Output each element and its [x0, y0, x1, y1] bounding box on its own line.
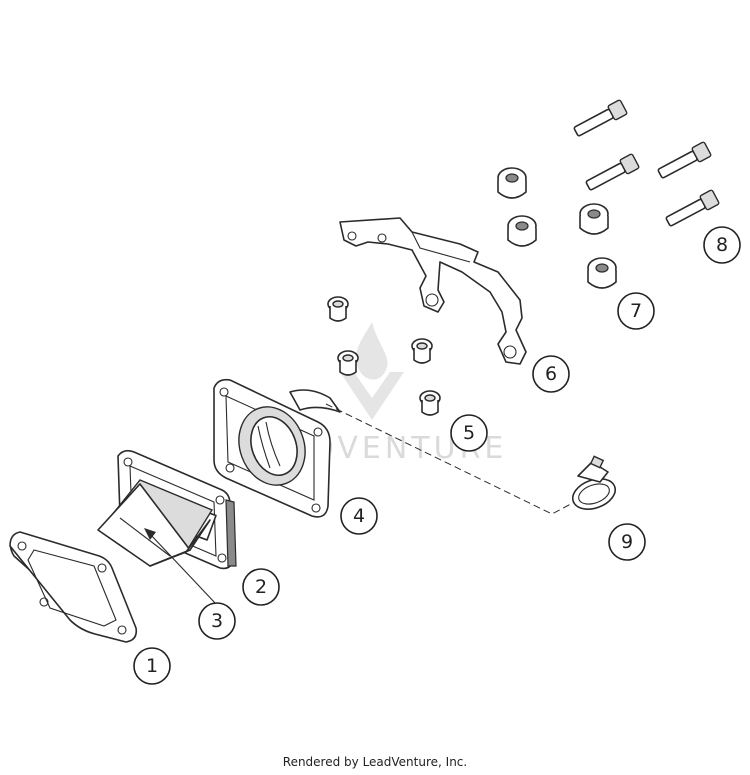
bolt[interactable] — [584, 153, 640, 193]
grommet[interactable] — [497, 167, 527, 199]
bracket[interactable] — [339, 217, 527, 365]
callout-4[interactable]: 4 — [340, 497, 378, 535]
callout-circle — [703, 226, 741, 264]
bolt[interactable] — [656, 141, 712, 181]
grommet[interactable] — [587, 257, 617, 289]
bolt[interactable] — [572, 99, 628, 139]
callout-circle — [133, 647, 171, 685]
callout-number: 2 — [255, 576, 267, 598]
reed-petal-pointer — [144, 528, 217, 605]
callout-2[interactable]: 2 — [242, 568, 280, 606]
bolt[interactable] — [664, 189, 720, 229]
grommet[interactable] — [579, 203, 609, 235]
callout-circle — [450, 414, 488, 452]
intake-manifold[interactable] — [213, 378, 341, 518]
bushing[interactable] — [327, 296, 349, 322]
callout-3[interactable]: 3 — [198, 602, 236, 640]
callout-number: 9 — [621, 531, 633, 553]
callout-9[interactable]: 9 — [608, 523, 646, 561]
callout-number: 7 — [630, 300, 642, 322]
callout-circle — [617, 292, 655, 330]
callout-circle — [242, 568, 280, 606]
callout-8[interactable]: 8 — [703, 226, 741, 264]
callout-circle — [532, 355, 570, 393]
callout-number: 4 — [353, 505, 365, 527]
hose-clamp[interactable] — [569, 455, 620, 514]
callout-number: 5 — [463, 422, 475, 444]
grommet[interactable] — [507, 215, 537, 247]
callout-number: 3 — [211, 610, 223, 632]
callout-circle — [608, 523, 646, 561]
callout-6[interactable]: 6 — [532, 355, 570, 393]
bushings[interactable] — [327, 296, 441, 416]
callout-number: 6 — [545, 363, 557, 385]
gasket[interactable] — [9, 531, 138, 643]
rubber-grommets[interactable] — [497, 167, 617, 289]
hose-routing-line — [325, 403, 583, 515]
render-credit: Rendered by LeadVenture, Inc. — [282, 755, 468, 769]
bushing[interactable] — [337, 350, 359, 376]
bushing[interactable] — [411, 338, 433, 364]
reed-valve-block[interactable] — [97, 449, 237, 570]
bushing[interactable] — [419, 390, 441, 416]
callout-circle — [340, 497, 378, 535]
callout-circle — [198, 602, 236, 640]
bolts[interactable] — [572, 99, 720, 229]
callout-1[interactable]: 1 — [133, 647, 171, 685]
callout-number: 1 — [146, 655, 158, 677]
callout-5[interactable]: 5 — [450, 414, 488, 452]
callout-number: 8 — [716, 234, 728, 256]
callout-7[interactable]: 7 — [617, 292, 655, 330]
